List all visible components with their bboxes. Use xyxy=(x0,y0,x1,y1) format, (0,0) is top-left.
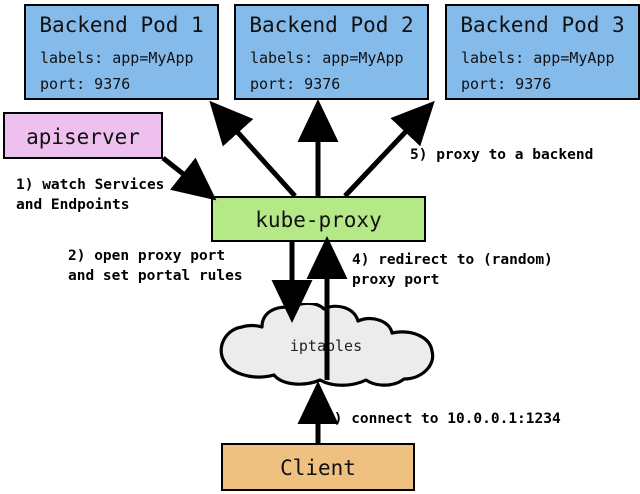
pod3-title: Backend Pod 3 xyxy=(460,13,625,37)
pod2-title: Backend Pod 2 xyxy=(249,13,414,37)
pod3-labels: labels: app=MyApp xyxy=(461,49,615,67)
pod1-title: Backend Pod 1 xyxy=(39,13,204,37)
node-backend-pod-2[interactable]: Backend Pod 2 labels: app=MyApp port: 93… xyxy=(234,4,429,100)
caption-step-4: 4) redirect to (random) proxy port xyxy=(352,252,553,288)
node-client[interactable]: Client xyxy=(221,443,415,491)
kubeproxy-title: kube-proxy xyxy=(255,208,382,232)
client-title: Client xyxy=(280,456,356,480)
arrow-apiserver-to-kubeproxy xyxy=(161,156,217,201)
node-backend-pod-1[interactable]: Backend Pod 1 labels: app=MyApp port: 93… xyxy=(24,4,219,100)
apiserver-title: apiserver xyxy=(26,125,140,149)
pod3-port: port: 9376 xyxy=(461,75,552,93)
pod1-port: port: 9376 xyxy=(40,75,131,93)
caption-step-3: 3) connect to 10.0.0.1:1234 xyxy=(325,411,561,427)
node-apiserver[interactable]: apiserver xyxy=(3,112,163,159)
node-iptables-cloud[interactable]: iptables xyxy=(190,303,462,387)
node-backend-pod-3[interactable]: Backend Pod 3 labels: app=MyApp port: 93… xyxy=(445,4,640,100)
pod2-port: port: 9376 xyxy=(250,75,341,93)
pod1-labels: labels: app=MyApp xyxy=(40,49,194,67)
caption-step-5: 5) proxy to a backend xyxy=(410,147,594,163)
pod2-labels: labels: app=MyApp xyxy=(250,49,404,67)
arrow-kubeproxy-to-pod1 xyxy=(209,100,297,198)
node-kube-proxy[interactable]: kube-proxy xyxy=(211,196,426,242)
caption-step-2: 2) open proxy port and set portal rules xyxy=(68,248,243,284)
cloud-label: iptables xyxy=(289,337,363,355)
caption-step-1: 1) watch Services and Endpoints xyxy=(16,177,165,213)
